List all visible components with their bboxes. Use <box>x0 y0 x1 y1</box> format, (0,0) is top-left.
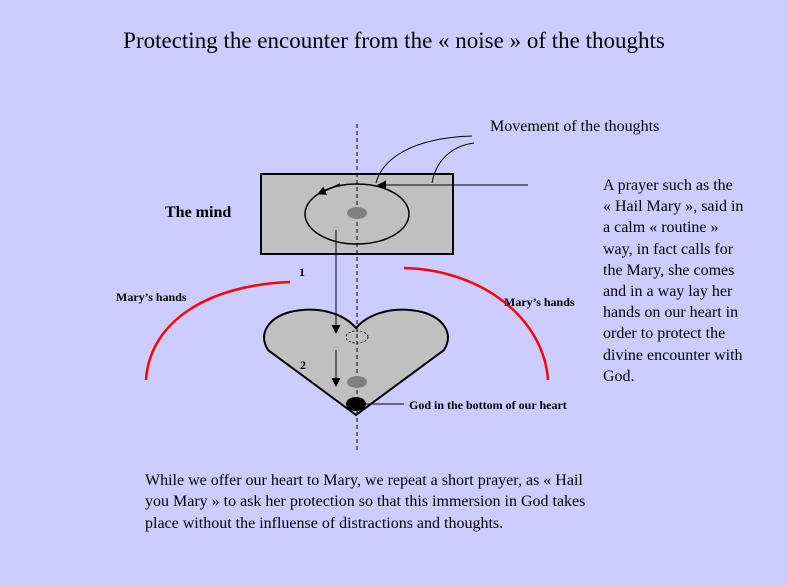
bottom-explanation: While we offer our heart to Mary, we rep… <box>145 472 586 532</box>
side-explanation: A prayer such as the « Hail Mary », said… <box>603 177 744 385</box>
slide-title: Protecting the encounter from the « nois… <box>123 28 665 53</box>
step-2-label: 2 <box>300 358 306 372</box>
thought-curve-1 <box>375 135 473 184</box>
marys-hands-left-arc <box>144 280 291 381</box>
thought-circle-arrow <box>317 183 341 195</box>
thoughts-label: Movement of the thoughts <box>490 118 660 135</box>
mind-dot <box>347 207 367 219</box>
thought-circle <box>304 183 410 245</box>
marys-hands-right-arc <box>403 266 550 381</box>
thought-curve-2 <box>431 142 475 184</box>
heart-ghost-dot <box>345 330 369 344</box>
step-1-label: 1 <box>299 265 305 279</box>
heart-dot <box>347 376 367 388</box>
heart-shape <box>263 308 449 417</box>
god-dot <box>346 397 366 411</box>
mind-label: The mind <box>165 204 232 221</box>
god-label: God in the bottom of our heart <box>409 398 567 412</box>
marys-hands-left-label: Mary’s hands <box>116 290 187 304</box>
marys-hands-right-label: Mary’s hands <box>504 295 575 309</box>
